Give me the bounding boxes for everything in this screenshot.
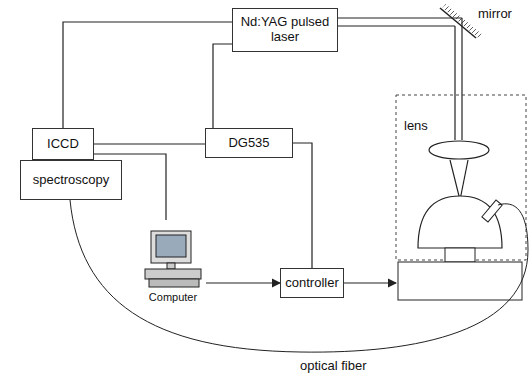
device-box: DG535 [205,128,293,158]
node-text: Computer [149,291,197,304]
signal-wire [94,143,205,144]
computer-icon: Computer [136,220,210,304]
computer-picture [141,227,205,291]
node-text: ICCD [47,137,79,152]
part-label: mirror [478,6,512,21]
part-label: optical fiber [300,358,366,373]
node-text: controller [285,276,338,291]
device-box: Nd:YAG pulsed laser [232,8,338,52]
lens-symbol [429,141,489,159]
signal-wire [63,22,232,128]
device-box: ICCD [32,128,94,160]
optical-fiber [70,200,528,352]
signal-wire [213,44,232,128]
mirror-symbol [440,6,480,38]
node-text: DG535 [228,136,269,151]
laser-beam [330,18,468,200]
device-box: controller [280,268,344,298]
chamber-outline [396,95,526,260]
fiber-probe [482,200,502,222]
signal-wire [206,282,280,283]
control-arrow [340,282,396,283]
device-box: spectroscopy [20,160,122,200]
stage-mount [445,248,475,262]
part-label: lens [404,118,428,133]
sample-dome [418,196,502,248]
node-text: spectroscopy [33,173,110,188]
node-text: Nd:YAG pulsed laser [233,15,337,45]
signal-wire [293,143,312,268]
translation-stage [398,262,522,300]
